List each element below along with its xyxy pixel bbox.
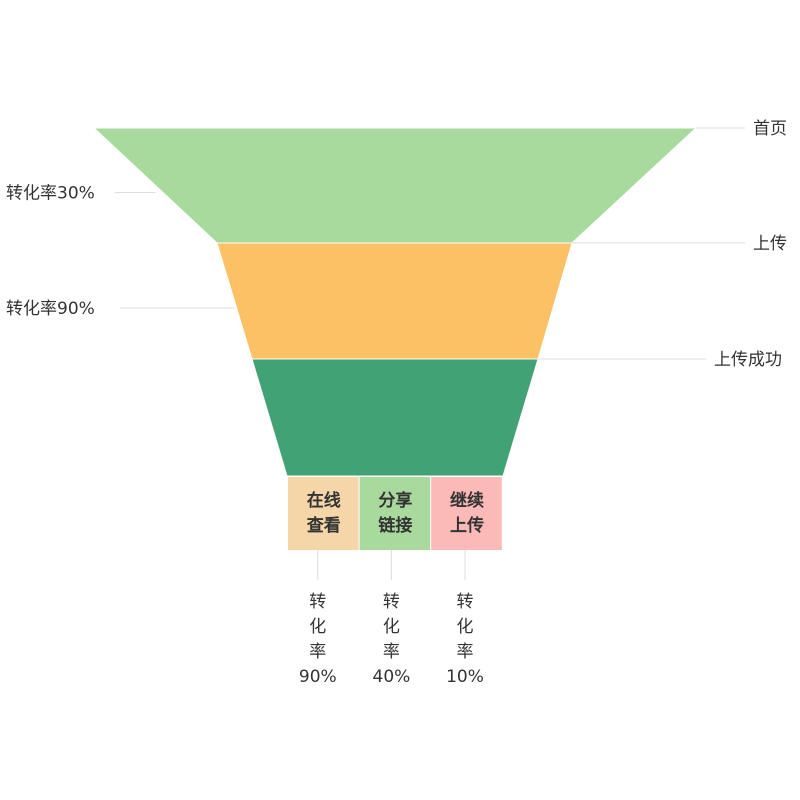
stage-label: 上传 <box>753 234 787 254</box>
branch-label: 继续 <box>450 490 484 511</box>
branch-label: 分享 <box>378 490 412 511</box>
branch-conversion-label: 10% <box>446 667 484 687</box>
funnel-stage <box>251 358 539 477</box>
branch-conversion-label: 化 <box>383 617 400 637</box>
branch-conversion-label: 率 <box>309 642 326 662</box>
branch-label: 查看 <box>306 515 341 536</box>
branch-label: 链接 <box>378 515 412 536</box>
funnel-stage <box>216 242 573 360</box>
stage-label: 首页 <box>753 119 787 139</box>
branch-conversion-label: 90% <box>299 667 337 687</box>
branch-conversion-label: 40% <box>373 667 411 687</box>
branch-box <box>359 477 431 550</box>
branch-box <box>288 477 359 550</box>
conversion-label: 转化率30% <box>6 184 95 204</box>
stage-label: 上传成功 <box>714 350 782 370</box>
branch-conversion-label: 转 <box>309 592 326 612</box>
branch-label: 上传 <box>450 515 484 536</box>
branch-conversion-label: 转 <box>457 592 474 612</box>
branch-box <box>431 477 502 550</box>
branch-conversion-label: 化 <box>309 617 326 637</box>
conversion-label: 转化率90% <box>6 299 95 319</box>
branch-conversion-label: 转 <box>383 592 400 612</box>
branch-conversion-label: 率 <box>383 642 400 662</box>
branch-conversion-label: 化 <box>457 617 474 637</box>
branch-conversion-label: 率 <box>457 642 474 662</box>
branch-label: 在线 <box>307 490 341 511</box>
funnel-stage <box>92 127 698 244</box>
